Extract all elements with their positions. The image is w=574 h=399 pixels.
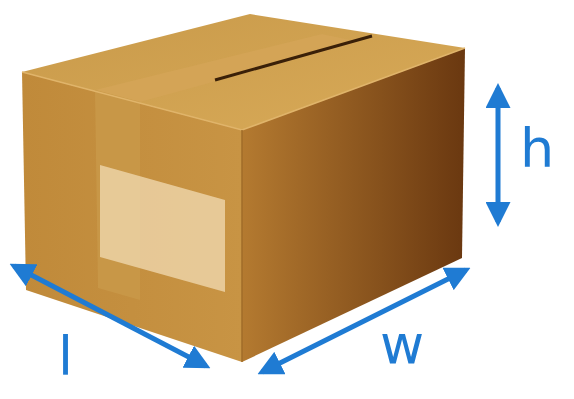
length-arrow bbox=[14, 266, 206, 366]
width-label: w bbox=[380, 318, 424, 372]
box-front bbox=[22, 72, 242, 362]
box-side bbox=[242, 48, 465, 362]
height-label: h bbox=[520, 122, 554, 176]
width-arrow bbox=[262, 270, 466, 372]
box-slit bbox=[215, 36, 372, 80]
length-label: l bbox=[58, 330, 73, 384]
shipping-label bbox=[100, 165, 225, 292]
tape bbox=[95, 34, 360, 102]
box-edge bbox=[241, 130, 243, 362]
height-arrow bbox=[496, 88, 501, 222]
box-edge bbox=[22, 48, 465, 130]
